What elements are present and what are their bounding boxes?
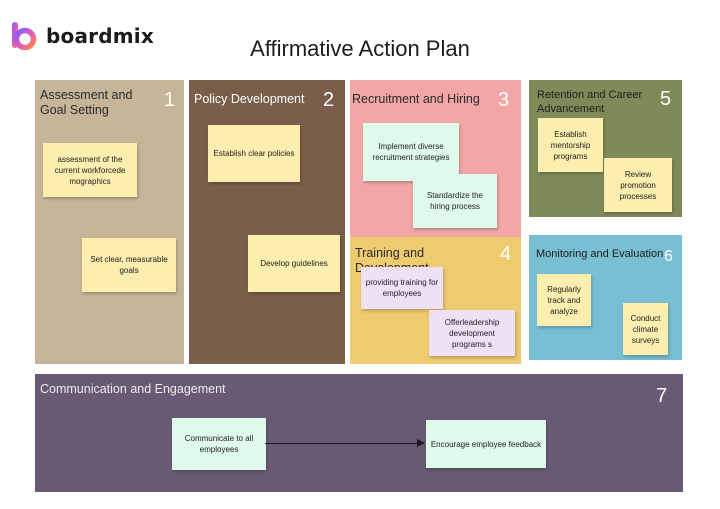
sticky-note[interactable]: providing training for employees	[361, 267, 443, 309]
section-number: 1	[164, 89, 176, 111]
sticky-note[interactable]: Review promotion processes	[604, 158, 672, 212]
sticky-note[interactable]: Implement diverse recruitment strategies	[363, 123, 459, 181]
section-number: 4	[500, 243, 512, 265]
sticky-note[interactable]: Develop guidelines	[248, 235, 340, 292]
section-title: Recruitment and Hiring	[352, 92, 480, 106]
section-recruitment: Recruitment and Hiring 3 Implement diver…	[350, 80, 521, 237]
brand-name: boardmix	[46, 24, 154, 48]
section-monitoring: Monitoring and Evaluation 6 Regularly tr…	[529, 235, 682, 360]
section-number: 2	[323, 89, 335, 111]
brand-logo: boardmix	[10, 22, 154, 50]
section-retention: Retention and Career Advancement 5 Estab…	[529, 80, 682, 217]
boardmix-logo-icon	[12, 22, 37, 50]
sticky-note[interactable]: Establish clear policies	[208, 125, 300, 182]
sticky-note[interactable]: Set clear, measurable goals	[82, 238, 176, 292]
section-number: 7	[656, 385, 668, 407]
section-assessment: Assessment and Goal Setting 1 assessment…	[35, 80, 184, 364]
section-number: 3	[498, 89, 510, 111]
sticky-note[interactable]: Communicate to all employees	[172, 418, 266, 470]
connector-arrow-line	[265, 443, 419, 444]
sticky-note[interactable]: assessment of the current workforcede mo…	[43, 143, 137, 197]
section-communication: Communication and Engagement 7 Communica…	[35, 374, 683, 492]
section-number: 5	[660, 88, 672, 110]
sticky-note[interactable]: Establish mentorship programs	[538, 118, 603, 172]
section-title: Policy Development	[194, 92, 305, 106]
page-title: Affirmative Action Plan	[250, 36, 470, 61]
sticky-note[interactable]: Encourage employee feedback	[426, 420, 546, 468]
sticky-note[interactable]: Offerleadership development programs s	[429, 310, 515, 356]
section-title: Communication and Engagement	[40, 382, 226, 396]
sticky-note[interactable]: Conduct climate surveys	[623, 303, 668, 355]
arrow-head-icon	[417, 439, 425, 447]
section-title: Monitoring and Evaluation	[536, 248, 664, 260]
section-title: Retention and Career Advancement	[537, 89, 643, 115]
section-training: Training and Development 4 providing tra…	[350, 237, 521, 364]
sticky-note[interactable]: Standardize the hiring process	[413, 174, 497, 228]
section-policy: Policy Development 2 Establish clear pol…	[189, 80, 345, 364]
section-number: 6	[664, 248, 673, 265]
section-title: Assessment and Goal Setting	[40, 88, 133, 117]
sticky-note[interactable]: Regularly track and analyze	[537, 274, 591, 326]
